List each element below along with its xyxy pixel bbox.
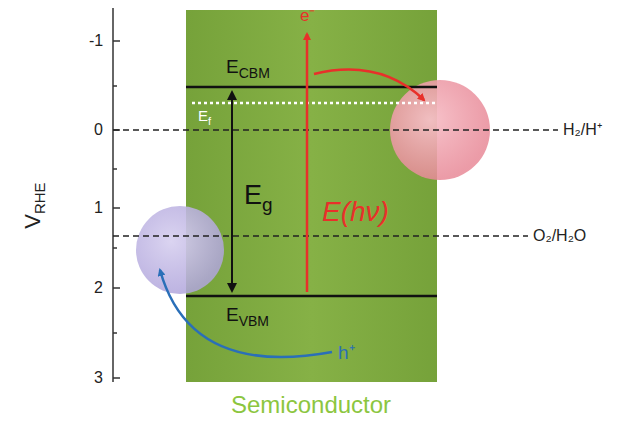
tick-label: 1 [94,199,103,216]
fermi-label: E [198,107,208,124]
band-title: Semiconductor [231,393,391,417]
photon-label-group: E(hν) [322,198,389,226]
tick-label-group: -1 [89,33,103,49]
axis-title: V [20,214,45,229]
axis-title-group: VRHE [22,182,47,228]
redox-label: H₂/H⁺ [563,121,602,138]
gap-label-group: Eg [244,182,273,214]
hole-label-group: h⁺ [338,343,355,362]
redox-label-group: H₂/H⁺ [563,122,602,138]
cbm-label: E [226,56,239,77]
redox-label: O₂/H₂O [533,227,586,244]
tick-label-group: 1 [94,200,103,216]
fermi-label-group: Ef [198,108,211,127]
cbm-label: CBM [239,65,270,81]
oxidation-site [136,206,224,294]
axis-line [112,8,114,382]
electron-label: e⁻ [300,6,315,25]
tick-label-group: 0 [94,122,103,138]
gap-arrow [231,92,233,291]
excitation-arrow [306,34,309,292]
tick-label-group: 3 [94,370,103,386]
vbm-label: E [226,304,239,325]
cbm-label-group: ECBM [226,57,270,80]
photon-label: E(hν) [322,196,389,227]
redox-level [113,129,558,131]
hole-transfer-arrow [160,270,332,357]
tick-label: 3 [94,369,103,386]
tick-label: 2 [94,279,103,296]
gap-label: E [244,180,262,210]
axis-ticks [113,41,120,378]
reduction-site [390,80,490,180]
hole-label: h⁺ [338,342,355,363]
redox-level [113,235,528,237]
cbm-line [186,86,437,89]
semiconductor-band: Semiconductor [186,10,437,382]
vbm-line [186,295,437,298]
vbm-label-group: EVBM [226,305,269,328]
vbm-label: VBM [239,313,269,329]
tick-label: -1 [89,32,103,49]
axis-title: RHE [31,182,48,214]
electron-label-group: e⁻ [300,7,315,24]
electron-transfer-arrow [314,70,424,100]
tick-label: 0 [94,121,103,138]
gap-label: g [262,194,273,215]
fermi-label: f [208,115,211,127]
tick-label-group: 2 [94,280,103,296]
fermi-line [192,102,437,105]
redox-label-group: O₂/H₂O [533,228,586,244]
